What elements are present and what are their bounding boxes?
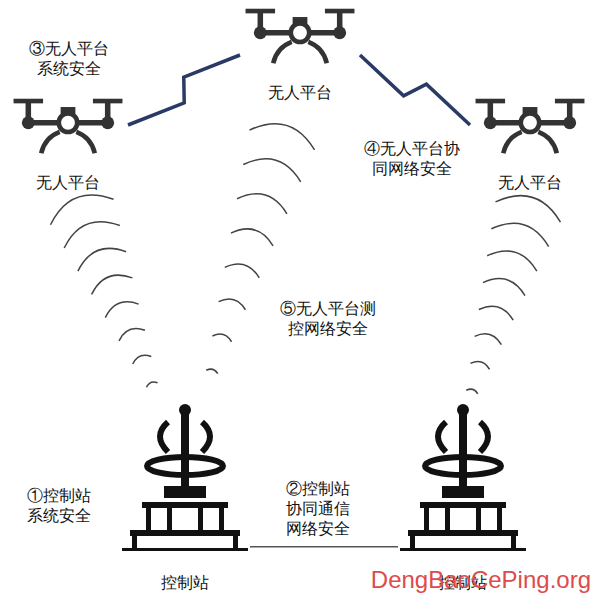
wave-arc [219, 299, 246, 310]
wave-arc [78, 248, 126, 271]
wave-arc [92, 275, 133, 294]
wave-arc [243, 159, 300, 182]
wave-arc [146, 382, 157, 387]
station-icon [122, 404, 248, 551]
callout-label: ①控制站 系统安全 [12, 485, 106, 527]
wave-arc [475, 334, 502, 345]
wave-arc [225, 264, 259, 278]
wave-arc [206, 369, 217, 374]
callout-label: ⑤无人平台测 控网络安全 [268, 298, 388, 340]
watermark: DengBaoCePing.org [371, 566, 591, 594]
wave-arc [105, 302, 138, 318]
station-node: 控制站 [398, 398, 528, 595]
wave-arc [133, 355, 152, 364]
wave-arc [466, 389, 477, 394]
wave-arc [483, 279, 525, 296]
wired-link [250, 546, 398, 547]
node-label: 无人平台 [266, 83, 334, 102]
station-node: 控制站 [120, 398, 250, 595]
platform-node: 无人平台 [240, 5, 360, 105]
callout-label: ④无人平台协 同网络安全 [355, 138, 469, 180]
platform-node: 无人平台 [8, 95, 128, 195]
wave-arc [487, 251, 537, 271]
wave-arc [64, 222, 120, 248]
wave-arc [491, 223, 548, 246]
radio-waves [50, 124, 560, 394]
callout-label: ②控制站 协同通信 网络安全 [272, 478, 364, 540]
drone-icon [476, 99, 585, 153]
wave-arc [249, 124, 314, 150]
wireless-link [128, 55, 240, 125]
node-label: 无人平台 [34, 173, 102, 192]
callout-label: ③无人平台 系统安全 [18, 38, 120, 80]
wave-arc [496, 196, 561, 222]
drone-icon [246, 9, 355, 63]
node-label: 控制站 [159, 573, 211, 592]
platform-node: 无人平台 [470, 95, 590, 195]
wave-arc [470, 361, 489, 369]
wireless-link [360, 55, 470, 125]
wave-arc [231, 229, 273, 246]
wave-arc [212, 334, 231, 342]
station-icon [400, 404, 526, 551]
wave-arc [50, 195, 113, 225]
wave-arc [119, 329, 145, 341]
wave-arc [479, 306, 513, 320]
drone-icon [14, 99, 123, 153]
node-label: 无人平台 [496, 173, 564, 192]
wave-arc [237, 194, 287, 214]
